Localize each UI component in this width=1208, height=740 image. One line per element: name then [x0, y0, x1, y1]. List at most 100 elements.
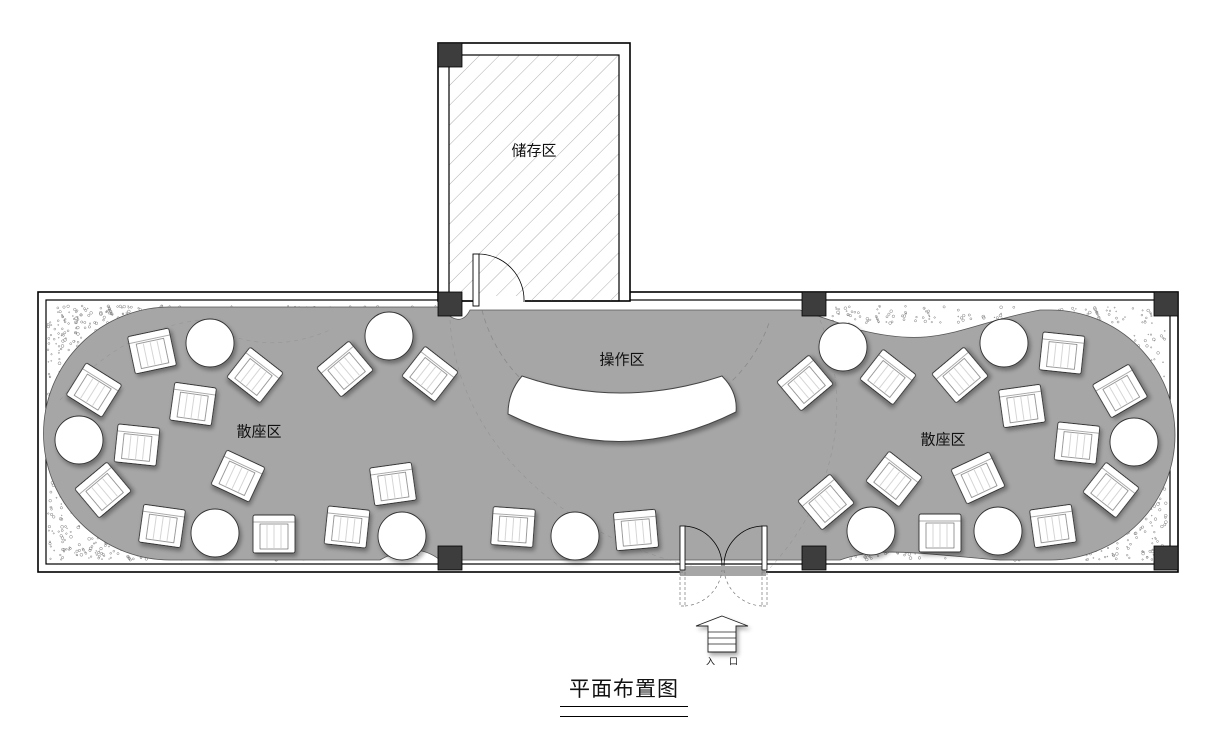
planting-dot — [928, 315, 931, 318]
planting-dot — [52, 532, 55, 535]
planting-dot — [87, 537, 91, 541]
planting-dot — [1115, 310, 1117, 313]
planting-dot — [1098, 558, 1101, 561]
planting-dot — [105, 310, 108, 313]
planting-dot — [1156, 540, 1159, 543]
planting-dot — [74, 332, 77, 335]
planting-dot — [1092, 557, 1095, 559]
planting-dot — [998, 313, 1003, 318]
planting-dot — [878, 312, 880, 315]
armchair — [1029, 503, 1077, 549]
planting-dot — [1145, 344, 1149, 348]
planting-dot — [1154, 537, 1157, 540]
planting-dot — [53, 327, 56, 331]
planting-dot — [68, 548, 71, 551]
planting-dot — [1144, 517, 1148, 521]
planting-dot — [957, 315, 960, 318]
storage-zone-label: 储存区 — [511, 141, 557, 160]
planting-dot — [1131, 307, 1135, 310]
planting-dot — [61, 556, 64, 559]
planting-dot — [83, 326, 87, 330]
planting-dot — [868, 555, 871, 558]
planting-dot — [1093, 307, 1097, 311]
planting-dot — [865, 321, 868, 324]
planting-dot — [60, 536, 65, 540]
planting-dot — [66, 329, 70, 332]
column — [1153, 291, 1179, 317]
planting-dot — [47, 361, 50, 363]
planting-dot — [1084, 308, 1087, 311]
planting-dot — [1116, 320, 1120, 324]
planting-dot — [1071, 306, 1075, 310]
planting-dot — [848, 305, 851, 309]
planting-dot — [86, 307, 89, 310]
planting-dot — [982, 316, 986, 320]
planting-dot — [62, 548, 66, 552]
planting-dot — [904, 311, 907, 314]
planting-dot — [98, 550, 100, 552]
planting-dot — [49, 334, 52, 337]
planting-dot — [1126, 547, 1130, 550]
planting-dot — [1097, 316, 1101, 319]
planting-dot — [127, 305, 129, 307]
round-table — [550, 511, 600, 561]
planting-dot — [78, 548, 81, 552]
planting-dot — [72, 315, 74, 317]
planting-dot — [865, 317, 870, 321]
planting-dot — [887, 312, 891, 316]
planting-dot — [57, 324, 60, 326]
planting-dot — [59, 553, 62, 557]
planting-dot — [1150, 346, 1153, 349]
planting-dot — [1111, 321, 1114, 324]
planting-dot — [75, 321, 78, 324]
planting-dot — [1150, 558, 1154, 561]
armchair — [918, 513, 962, 553]
column — [437, 42, 463, 68]
armchair — [113, 423, 161, 467]
armchair — [323, 505, 371, 549]
planting-dot — [1164, 516, 1167, 519]
round-table — [377, 511, 427, 561]
planting-dot — [857, 311, 860, 314]
column — [801, 291, 827, 317]
planting-dot — [1150, 359, 1153, 362]
planting-dot — [48, 542, 52, 546]
planting-dot — [46, 324, 51, 329]
planting-dot — [1105, 309, 1108, 312]
planting-dot — [53, 549, 55, 552]
planting-dot — [116, 305, 119, 308]
planting-dot — [109, 552, 112, 555]
planting-dot — [50, 506, 53, 509]
planting-dot — [58, 349, 60, 352]
planting-dot — [1129, 542, 1132, 546]
round-table — [973, 506, 1023, 556]
planting-dot — [46, 322, 50, 326]
planting-dot — [101, 558, 103, 561]
planting-dot — [60, 503, 63, 505]
armchair — [1038, 331, 1086, 375]
planting-dot — [1164, 520, 1168, 524]
planting-dot — [127, 306, 130, 309]
planting-dot — [47, 529, 50, 532]
planting-dot — [831, 315, 834, 318]
armchair — [612, 508, 660, 552]
planting-dot — [110, 312, 114, 316]
armchair — [138, 503, 186, 549]
planting-dot — [853, 311, 856, 314]
planting-dot — [1073, 310, 1075, 312]
planting-dot — [849, 557, 852, 561]
planting-dot — [49, 557, 52, 560]
planting-dot — [897, 552, 899, 555]
planting-dot — [1075, 308, 1077, 310]
planting-dot — [1158, 508, 1162, 512]
planting-dot — [61, 514, 63, 517]
planting-dot — [84, 552, 88, 555]
planting-dot — [60, 525, 64, 529]
planting-dot — [80, 336, 83, 339]
planting-dot — [1107, 313, 1111, 316]
planting-dot — [55, 342, 57, 345]
planting-dot — [82, 548, 85, 552]
planting-dot — [1134, 531, 1138, 535]
planting-dot — [866, 319, 870, 322]
